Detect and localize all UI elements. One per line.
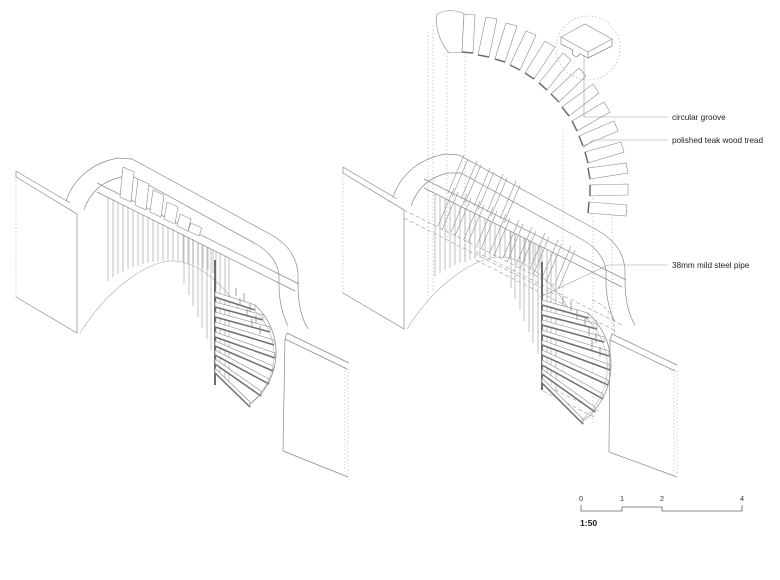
scale-mark-1: 1 xyxy=(620,494,624,503)
tread-leader-line xyxy=(582,139,668,149)
assembled-view xyxy=(15,157,350,478)
scale-mark-2: 2 xyxy=(660,494,664,503)
spiral-fan xyxy=(541,262,612,425)
pipe-leader-line xyxy=(539,264,668,298)
tread-section-block xyxy=(560,23,613,59)
groove-leader-line xyxy=(583,55,668,118)
scale-bar-line xyxy=(580,505,743,512)
left-wall-panel xyxy=(342,166,405,330)
spiral-fan xyxy=(214,260,277,408)
scale-bar: 0 1 2 4 1:50 xyxy=(579,494,744,528)
scale-mark-4: 4 xyxy=(740,494,744,503)
annotation-circular-groove: circular groove xyxy=(672,113,726,122)
arch-wall xyxy=(392,153,636,330)
scale-mark-0: 0 xyxy=(579,494,583,503)
annotation-steel-pipe: 38mm mild steel pipe xyxy=(672,261,750,270)
stair-beam xyxy=(423,178,627,288)
right-wall-panel xyxy=(608,333,678,478)
projection-lines xyxy=(427,20,613,424)
tread-detail-circle xyxy=(555,15,621,81)
arch-wall xyxy=(65,157,309,334)
hidden-helix-lines xyxy=(403,209,623,418)
exploded-tread-arc xyxy=(436,10,629,217)
exploded-view xyxy=(342,10,678,478)
detail-bubble-outline xyxy=(555,15,621,81)
scale-ratio: 1:50 xyxy=(580,518,597,528)
right-wall-panel xyxy=(282,332,350,478)
suspension-pipes xyxy=(107,197,230,385)
upper-treads xyxy=(119,166,203,237)
left-wall-panel xyxy=(15,170,78,334)
suspension-pipes-hatched xyxy=(434,154,576,390)
annotations: circular groove polished teak wood tread… xyxy=(539,55,763,298)
annotation-teak-tread: polished teak wood tread xyxy=(672,136,763,145)
